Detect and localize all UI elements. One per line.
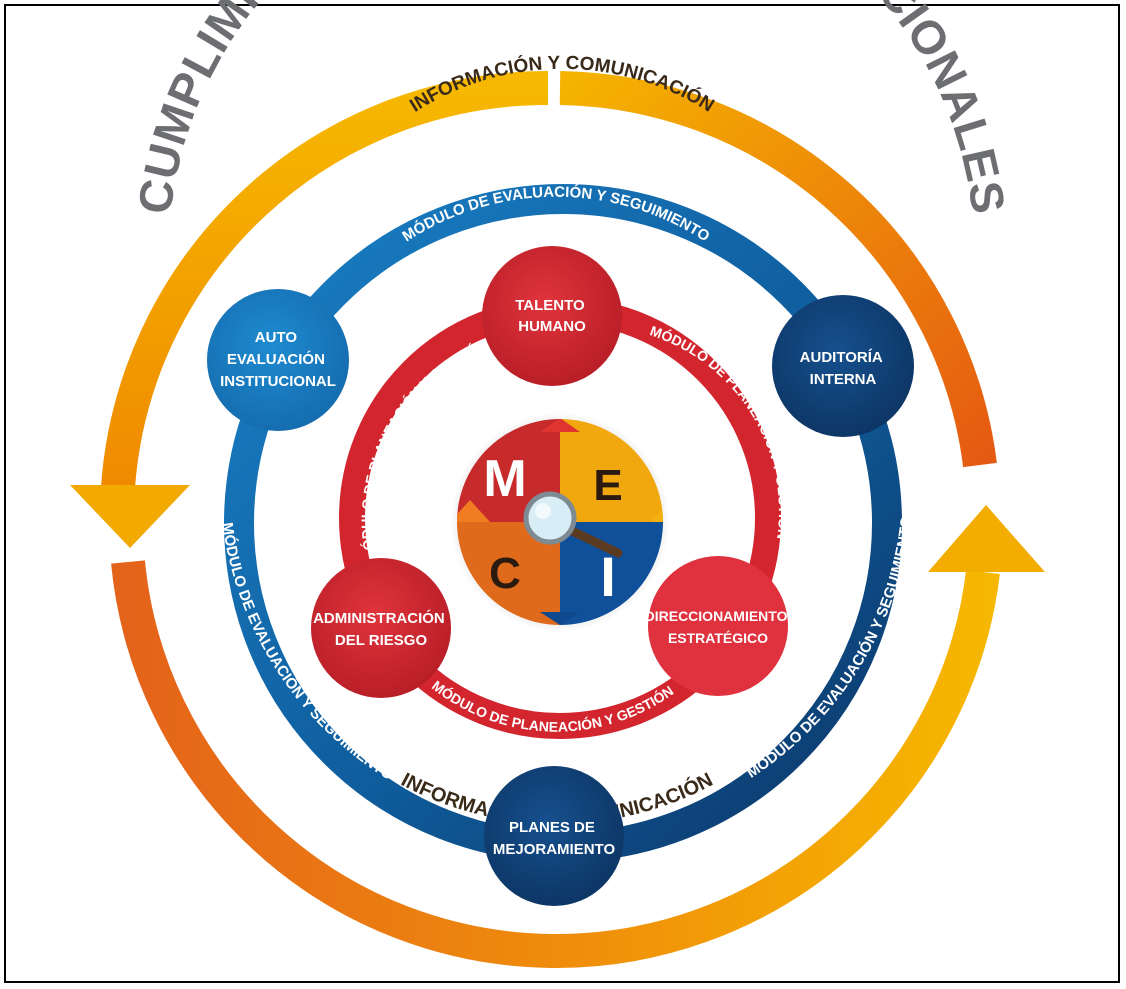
svg-text:DIRECCIONAMIENTO ESTRATÉ: DIRECCIONAMIENTO ESTRATÉGICO (645, 608, 792, 646)
svg-text:AUDITORÍA INTERNA: AUDITORÍA INTERNA (800, 349, 887, 388)
node-riesgo-line2: DEL RIESGO (335, 632, 428, 649)
meci-letter-i: I (600, 545, 616, 608)
orange-arrow-right (928, 505, 1045, 572)
node-planes-mejoramiento: PLANES DE MEJORAMIENTO (484, 766, 624, 906)
node-direccionamiento-line1: DIRECCIONAMIENTO (645, 608, 788, 624)
node-administracion-riesgo: ADMINISTRACIÓN DEL RIESGO (311, 558, 451, 698)
orange-arrow-left (70, 485, 190, 548)
meci-center: M E C I (450, 412, 670, 632)
node-auto-line1: AUTO (255, 329, 298, 346)
node-planes-line1: PLANES DE (509, 819, 595, 836)
svg-text:AUTO EVALUACIÓN IN: AUTO EVALUACIÓN INSTITUCIONAL (220, 329, 336, 390)
node-direccionamiento-estrategico: DIRECCIONAMIENTO ESTRATÉGICO (645, 556, 792, 696)
magnifier-icon (523, 491, 623, 558)
node-auditoria-line1: AUDITORÍA (800, 349, 883, 366)
node-auto-line2: EVALUACIÓN (227, 350, 325, 368)
meci-letter-m: M (483, 450, 526, 508)
orange-arc-left (101, 70, 549, 489)
meci-letter-e: E (593, 461, 622, 510)
node-auditoria-line2: INTERNA (810, 371, 877, 388)
node-auto-line3: INSTITUCIONAL (220, 373, 336, 390)
node-talento-line1: TALENTO (515, 297, 585, 314)
node-auditoria-interna: AUDITORÍA INTERNA (772, 295, 914, 437)
node-talento-line2: HUMANO (518, 318, 586, 335)
node-talento-humano: TALENTO HUMANO (482, 246, 622, 386)
node-planes-line2: MEJORAMIENTO (493, 841, 616, 858)
orange-arc-bottom (111, 560, 1000, 968)
node-auto-evaluacion: AUTO EVALUACIÓN INSTITUCIONAL (207, 289, 349, 431)
svg-text:PLANES DE MEJORAMIENTO: PLANES DE MEJORAMIENTO (493, 819, 616, 858)
svg-text:ADMINISTRACIÓN DEL RIESG: ADMINISTRACIÓN DEL RIESGO (313, 609, 449, 649)
svg-text:TALENTO HUMANO: TALENTO HUMANO (515, 297, 589, 335)
orange-arc-right (559, 71, 997, 468)
meci-letter-c: C (489, 549, 521, 598)
red-ring-label-bottom: MÓDULO DE PLANEACIÓN Y GESTIÓN (429, 677, 676, 735)
node-riesgo-line1: ADMINISTRACIÓN (313, 609, 445, 627)
node-direccionamiento-line2: ESTRATÉGICO (668, 630, 768, 646)
